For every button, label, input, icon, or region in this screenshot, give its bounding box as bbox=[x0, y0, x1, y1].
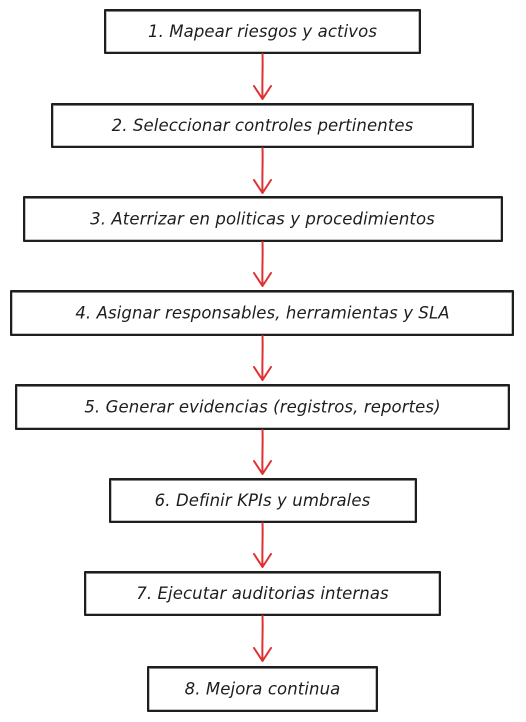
step-8-box bbox=[147, 666, 378, 712]
arrow-5-to-6 bbox=[253, 429, 272, 475]
step-2-node: 2. Seleccionar controles pertinentes bbox=[51, 103, 474, 148]
step-7-node: 7. Ejecutar auditorias internas bbox=[84, 571, 441, 616]
arrow-6-to-7 bbox=[253, 522, 272, 568]
arrow-7-to-8 bbox=[253, 615, 272, 662]
step-4-node: 4. Asignar responsables, herramientas y … bbox=[10, 290, 514, 336]
step-8-label: 8. Mejora continua bbox=[185, 680, 341, 699]
step-7-label: 7. Ejecutar auditorias internas bbox=[136, 584, 389, 603]
step-3-node: 3. Aterrizar en politicas y procedimient… bbox=[23, 196, 503, 242]
step-5-node: 5. Generar evidencias (registros, report… bbox=[15, 384, 510, 430]
step-6-node: 6. Definir KPIs y umbrales bbox=[109, 478, 417, 523]
step-3-box bbox=[23, 196, 503, 242]
step-5-label: 5. Generar evidencias (registros, report… bbox=[84, 398, 440, 417]
arrow-3-to-4 bbox=[253, 241, 272, 287]
arrow-4-to-5 bbox=[253, 335, 272, 381]
arrow-2-to-3 bbox=[253, 147, 272, 194]
step-3-label: 3. Aterrizar en politicas y procedimient… bbox=[90, 210, 435, 229]
step-6-label: 6. Definir KPIs y umbrales bbox=[155, 491, 371, 510]
step-4-label: 4. Asignar responsables, herramientas y … bbox=[75, 304, 449, 323]
step-1-box bbox=[104, 9, 421, 54]
step-7-box bbox=[84, 571, 441, 616]
step-2-box bbox=[51, 103, 474, 148]
arrow-1-to-2 bbox=[253, 53, 272, 100]
step-2-label: 2. Seleccionar controles pertinentes bbox=[112, 116, 414, 135]
step-1-node: 1. Mapear riesgos y activos bbox=[104, 9, 421, 54]
step-8-node: 8. Mejora continua bbox=[147, 666, 378, 712]
step-1-label: 1. Mapear riesgos y activos bbox=[148, 22, 377, 41]
step-6-box bbox=[109, 478, 417, 523]
step-4-box bbox=[10, 290, 514, 336]
step-5-box bbox=[15, 384, 510, 430]
